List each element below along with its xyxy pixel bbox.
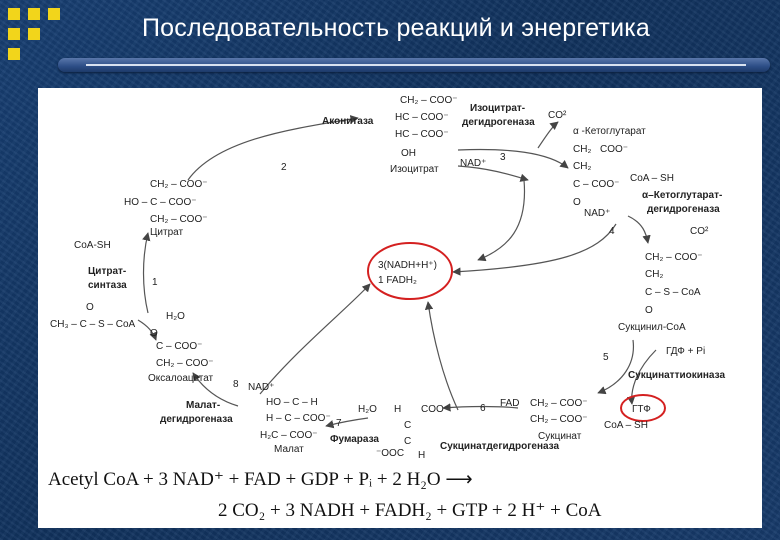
isocitrate-label: Изоцитрат — [390, 164, 439, 175]
succinyl-coa-synthetase-label: Сукцинаттиокиназа — [628, 370, 725, 381]
succinylcoa-structure-line: CH₂ — [645, 269, 663, 280]
succinylcoa-structure-line: C – S – CoA — [645, 287, 701, 298]
h2o-fumarase-label: H₂O — [358, 404, 377, 415]
step-number-2: 2 — [281, 162, 287, 173]
isocitrate-dh-label-line2: дегидрогеназа — [462, 117, 535, 128]
akg-dh-label-line2: дегидрогеназа — [647, 204, 720, 215]
nad-malate-label: NAD⁺ — [248, 382, 274, 393]
step-number-1: 1 — [152, 277, 158, 288]
oxaloacetate-label: Оксалоацетат — [148, 373, 214, 384]
step-number-4: 4 — [609, 226, 615, 237]
slide-title: Последовательность реакций и энергетика — [142, 14, 651, 42]
arrow-nadh-akg-to-box — [452, 223, 617, 276]
step-number-6: 6 — [480, 403, 486, 414]
oxaloacetate-structure-line: CH₂ – COO⁻ — [156, 358, 214, 369]
arrow-isocitrate-to-akg — [457, 148, 569, 169]
fumarate-structure-line: C — [404, 420, 411, 431]
title-underline-line — [86, 64, 746, 66]
isocitrate-structure-line: OH — [401, 148, 416, 159]
coa-sh-akg-label: CoA – SH — [630, 173, 674, 184]
isocitrate-structure-line: HC – COO⁻ — [395, 112, 449, 123]
akg-label: α -Кетоглутарат — [573, 126, 646, 137]
co2-akg-label: CO² — [690, 226, 709, 237]
malate-structure-line: H₂C – COO⁻ — [260, 430, 318, 441]
aconitase-label: Аконитаза — [322, 116, 374, 127]
akg-structure-line: C – COO⁻ — [573, 179, 619, 190]
succinate-structure-line: CH₂ – COO⁻ — [530, 398, 588, 409]
arrow-succinate-to-fumarate — [442, 403, 519, 412]
citrate-label: Цитрат — [150, 227, 183, 238]
arrow-nad-iso-in — [457, 165, 529, 182]
fumarase-label: Фумараза — [330, 434, 379, 445]
energy-nadh-label: 3(NADH+H⁺) — [378, 260, 437, 271]
succinylcoa-structure-line: O — [645, 305, 653, 316]
step-number-8: 8 — [233, 379, 239, 390]
coa-sh-left-label: CoA-SH — [74, 240, 111, 251]
krebs-cycle-diagram: 1 2 3 4 5 6 7 8 CH₂ – COO⁻ HC – COO⁻ HC … — [48, 95, 725, 521]
arrow-oxaloacetate-to-citrate — [142, 232, 151, 314]
malate-label: Малат — [274, 444, 304, 455]
nad-akg-label: NAD⁺ — [584, 208, 610, 219]
isocitrate-structure-line: HC – COO⁻ — [395, 129, 449, 140]
succinate-label: Сукцинат — [538, 431, 582, 442]
overall-equation-line2: 2 CO₂ + 3 NADH + FADH₂ + GTP + 2 H⁺ + Co… — [218, 500, 602, 521]
citrate-structure-line: CH₂ – COO⁻ — [150, 214, 208, 225]
citrate-structure-line: CH₂ – COO⁻ — [150, 179, 208, 190]
akg-structure-line: CH₂ — [573, 144, 591, 155]
isocitrate-structure-line: CH₂ – COO⁻ — [400, 95, 458, 106]
fumarate-structure-line: COO⁻ — [421, 404, 449, 415]
acetylcoa-structure-line: CH₃ – C – S – CoA — [50, 319, 136, 330]
energy-fadh2-label: 1 FADH₂ — [378, 275, 417, 286]
h2o-left-label: H₂O — [166, 311, 185, 322]
overall-equation-line1: Acetyl CoA + 3 NAD⁺ + FAD + GDP + Pᵢ + 2… — [48, 469, 473, 490]
arrow-malate-to-oxaloacetate — [192, 372, 239, 407]
oxaloacetate-structure-line: C – COO⁻ — [156, 341, 202, 352]
step-number-3: 3 — [500, 152, 506, 163]
fad-label: FAD — [500, 398, 519, 409]
malate-structure-line: H – C – COO⁻ — [266, 413, 331, 424]
step-number-7: 7 — [336, 418, 342, 429]
arrow-gdp-to-gtp — [626, 349, 657, 405]
succinylcoa-structure-line: CH₂ – COO⁻ — [645, 252, 703, 263]
arrow-citrate-to-isocitrate — [187, 115, 359, 181]
succinate-dh-label: Сукцинатдегидрогеназа — [440, 441, 560, 452]
arrow-succinylcoa-to-succinate — [597, 339, 635, 395]
fumarate-structure-line: C — [404, 436, 411, 447]
malate-dh-label-line1: Малат- — [186, 400, 220, 411]
succinate-structure-line: CH₂ – COO⁻ — [530, 414, 588, 425]
arrow-nadh-iso-to-box — [477, 179, 526, 262]
akg-structure-line: COO⁻ — [600, 144, 628, 155]
arrow-akg-to-succinylcoa — [627, 215, 651, 244]
slide-logo — [8, 8, 68, 68]
coa-sh-succ-label: CoA – SH — [604, 420, 648, 431]
gtp-highlight-circle — [620, 394, 666, 422]
acetylcoa-structure-line: O — [86, 302, 94, 313]
akg-dh-label-line1: α–Кетоглутарат- — [642, 190, 722, 201]
arrow-fumarate-to-malate — [325, 417, 369, 429]
citrate-structure-line: HO – C – COO⁻ — [124, 197, 197, 208]
co2-iso-label: CO² — [548, 110, 567, 121]
succinylcoa-label: Сукцинил-CoA — [618, 322, 686, 333]
gtp-label: ГТФ — [632, 404, 651, 415]
fumarate-structure-line: H — [418, 450, 425, 461]
arrow-co2-iso-out — [537, 121, 559, 149]
citrate-synthase-label-line1: Цитрат- — [88, 266, 126, 277]
step-number-5: 5 — [603, 352, 609, 363]
fumarate-structure-line: ⁻OOC — [376, 448, 404, 459]
energy-highlight-circle — [367, 242, 453, 300]
nad-iso-label: NAD⁺ — [460, 158, 486, 169]
gdp-pi-label: ГДФ + Pi — [666, 346, 705, 357]
isocitrate-dh-label-line1: Изоцитрат- — [470, 103, 525, 114]
fumarate-structure-line: H — [394, 404, 401, 415]
oxaloacetate-structure-line: O — [150, 328, 158, 339]
arrow-nadh-mal-to-box — [259, 283, 371, 395]
malate-dh-label-line2: дегидрогеназа — [160, 414, 233, 425]
akg-structure-line: CH₂ — [573, 161, 591, 172]
akg-structure-line: O — [573, 197, 581, 208]
arrow-acetylcoa-in — [137, 319, 158, 341]
krebs-cycle-figure: 1 2 3 4 5 6 7 8 CH₂ – COO⁻ HC – COO⁻ HC … — [38, 88, 762, 528]
citrate-synthase-label-line2: синтаза — [88, 280, 127, 291]
malate-structure-line: HO – C – H — [266, 397, 318, 408]
arrow-fadh2-to-box — [424, 301, 459, 411]
